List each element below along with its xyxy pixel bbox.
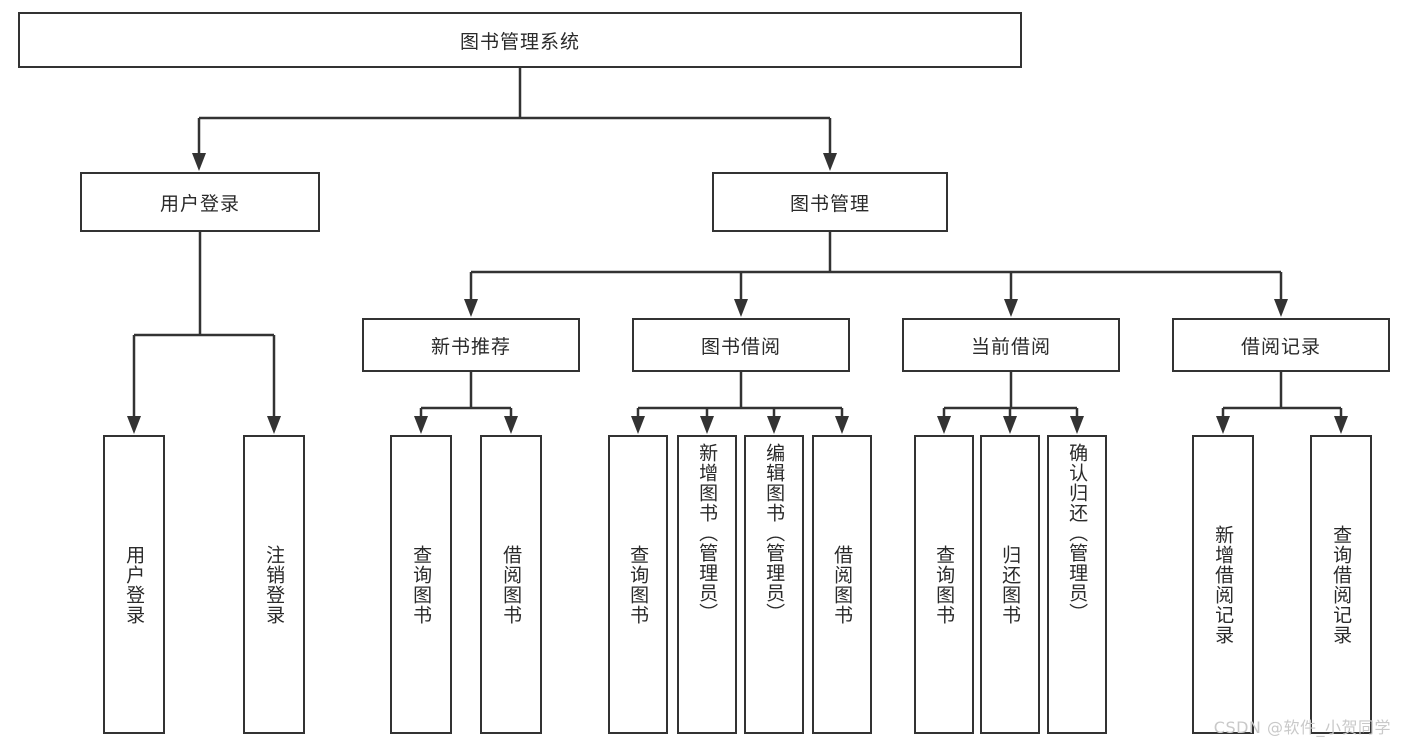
level2-label: 图书管理 xyxy=(789,192,870,215)
yonghudenglu-to-leaves-arrow-0 xyxy=(127,416,141,434)
leaves-label: 注销登录 xyxy=(263,544,286,625)
tushujieyue-to-leaves-arrow-1 xyxy=(700,416,714,434)
leaves-label: 借阅图书 xyxy=(500,544,523,625)
leaves-node[interactable]: 查询借阅记录 xyxy=(1310,435,1372,734)
leaves-label: 用户登录 xyxy=(123,544,146,625)
jieyuejilu-to-leaves-arrow-1 xyxy=(1334,416,1348,434)
level3-node[interactable]: 新书推荐 xyxy=(362,318,580,372)
leaves-node[interactable]: 编辑图书（管理员） xyxy=(744,435,804,734)
root-label: 图书管理系统 xyxy=(459,30,580,53)
root-to-level2-arrow-0 xyxy=(192,153,206,171)
dangqianjieyue-to-leaves-arrow-1 xyxy=(1003,416,1017,434)
level3-label: 借阅记录 xyxy=(1240,335,1321,358)
level3-label: 新书推荐 xyxy=(430,335,511,358)
leaves-node[interactable]: 查询图书 xyxy=(914,435,974,734)
level3-node[interactable]: 图书借阅 xyxy=(632,318,850,372)
level2-node[interactable]: 图书管理 xyxy=(712,172,948,232)
xinshutuijian-to-leaves-arrow-1 xyxy=(504,416,518,434)
tushujieyue-to-leaves-arrow-0 xyxy=(631,416,645,434)
level2-label: 用户登录 xyxy=(159,192,240,215)
dangqianjieyue-to-leaves-arrow-0 xyxy=(937,416,951,434)
level3-label: 图书借阅 xyxy=(700,335,781,358)
xinshutuijian-to-leaves-arrow-0 xyxy=(414,416,428,434)
tushuguanli-to-level3-arrow-0 xyxy=(464,299,478,317)
leaves-label: 查询图书 xyxy=(410,544,433,625)
level2-node[interactable]: 用户登录 xyxy=(80,172,320,232)
leaves-node[interactable]: 归还图书 xyxy=(980,435,1040,734)
leaves-node[interactable]: 新增借阅记录 xyxy=(1192,435,1254,734)
leaves-node[interactable]: 确认归还（管理员） xyxy=(1047,435,1107,734)
level3-label: 当前借阅 xyxy=(970,335,1051,358)
leaves-label: 借阅图书 xyxy=(831,544,854,625)
leaves-label: 查询借阅记录 xyxy=(1330,524,1353,645)
tushuguanli-to-level3-arrow-2 xyxy=(1004,299,1018,317)
leaves-node[interactable]: 查询图书 xyxy=(390,435,452,734)
root-node[interactable]: 图书管理系统 xyxy=(18,12,1022,68)
jieyuejilu-to-leaves-arrow-0 xyxy=(1216,416,1230,434)
leaves-label: 查询图书 xyxy=(627,544,650,625)
tushujieyue-to-leaves-arrow-3 xyxy=(835,416,849,434)
yonghudenglu-to-leaves-arrow-1 xyxy=(267,416,281,434)
level3-node[interactable]: 当前借阅 xyxy=(902,318,1120,372)
leaves-node[interactable]: 借阅图书 xyxy=(812,435,872,734)
level3-node[interactable]: 借阅记录 xyxy=(1172,318,1390,372)
leaves-label: 归还图书 xyxy=(999,544,1022,625)
leaves-node[interactable]: 注销登录 xyxy=(243,435,305,734)
leaves-label: 新增图书（管理员） xyxy=(696,443,719,623)
root-to-level2-arrow-1 xyxy=(823,153,837,171)
tushujieyue-to-leaves-arrow-2 xyxy=(767,416,781,434)
leaves-node[interactable]: 查询图书 xyxy=(608,435,668,734)
tushuguanli-to-level3-arrow-1 xyxy=(734,299,748,317)
leaves-label: 新增借阅记录 xyxy=(1212,524,1235,645)
dangqianjieyue-to-leaves-arrow-2 xyxy=(1070,416,1084,434)
leaves-node[interactable]: 用户登录 xyxy=(103,435,165,734)
leaves-node[interactable]: 新增图书（管理员） xyxy=(677,435,737,734)
leaves-label: 查询图书 xyxy=(933,544,956,625)
tushuguanli-to-level3-arrow-3 xyxy=(1274,299,1288,317)
leaves-node[interactable]: 借阅图书 xyxy=(480,435,542,734)
leaves-label: 编辑图书（管理员） xyxy=(763,443,786,623)
leaves-label: 确认归还（管理员） xyxy=(1066,443,1089,623)
